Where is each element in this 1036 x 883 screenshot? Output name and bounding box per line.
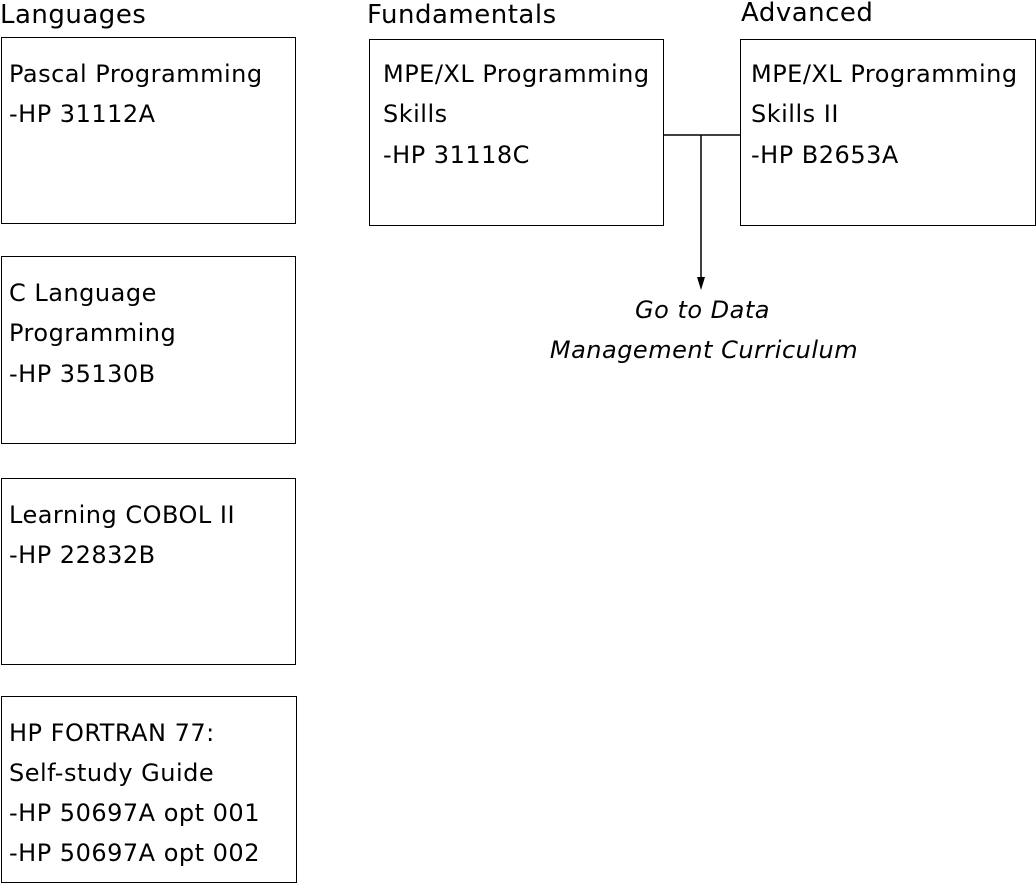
course-title: C Language — [9, 279, 157, 307]
course-box-mpe-xl-fundamentals: MPE/XL Programming Skills -HP 31118C — [369, 39, 664, 226]
heading-advanced: Advanced — [741, 0, 874, 28]
heading-fundamentals: Fundamentals — [367, 0, 557, 30]
heading-languages: Languages — [0, 0, 147, 30]
course-title-cont: Programming — [9, 319, 177, 347]
course-box-c-language: C Language Programming -HP 35130B — [1, 256, 296, 444]
course-title: MPE/XL Programming — [383, 60, 650, 88]
note-data-management-line1: Go to Data — [635, 296, 770, 324]
course-code: -HP 22832B — [9, 541, 156, 569]
course-title: Learning COBOL II — [9, 501, 236, 529]
course-box-cobol: Learning COBOL II -HP 22832B — [1, 478, 296, 665]
course-title-cont: Skills — [383, 100, 448, 128]
course-code: -HP 50697A opt 001 — [9, 799, 260, 827]
course-title: HP FORTRAN 77: — [9, 719, 215, 747]
course-title-cont: Skills II — [751, 100, 839, 128]
arrowhead-down-icon — [697, 277, 705, 290]
course-code: -HP 35130B — [9, 360, 156, 388]
course-box-mpe-xl-advanced: MPE/XL Programming Skills II -HP B2653A — [740, 39, 1036, 226]
course-title: MPE/XL Programming — [751, 60, 1018, 88]
course-code: -HP 31118C — [383, 141, 530, 169]
course-code: -HP 31112A — [9, 100, 156, 128]
course-code: -HP 50697A opt 002 — [9, 839, 260, 867]
course-box-pascal: Pascal Programming -HP 31112A — [1, 37, 296, 224]
course-subtitle: Self-study Guide — [9, 759, 215, 787]
course-code: -HP B2653A — [751, 141, 899, 169]
note-data-management-line2: Management Curriculum — [549, 336, 859, 364]
course-title: Pascal Programming — [9, 60, 263, 88]
